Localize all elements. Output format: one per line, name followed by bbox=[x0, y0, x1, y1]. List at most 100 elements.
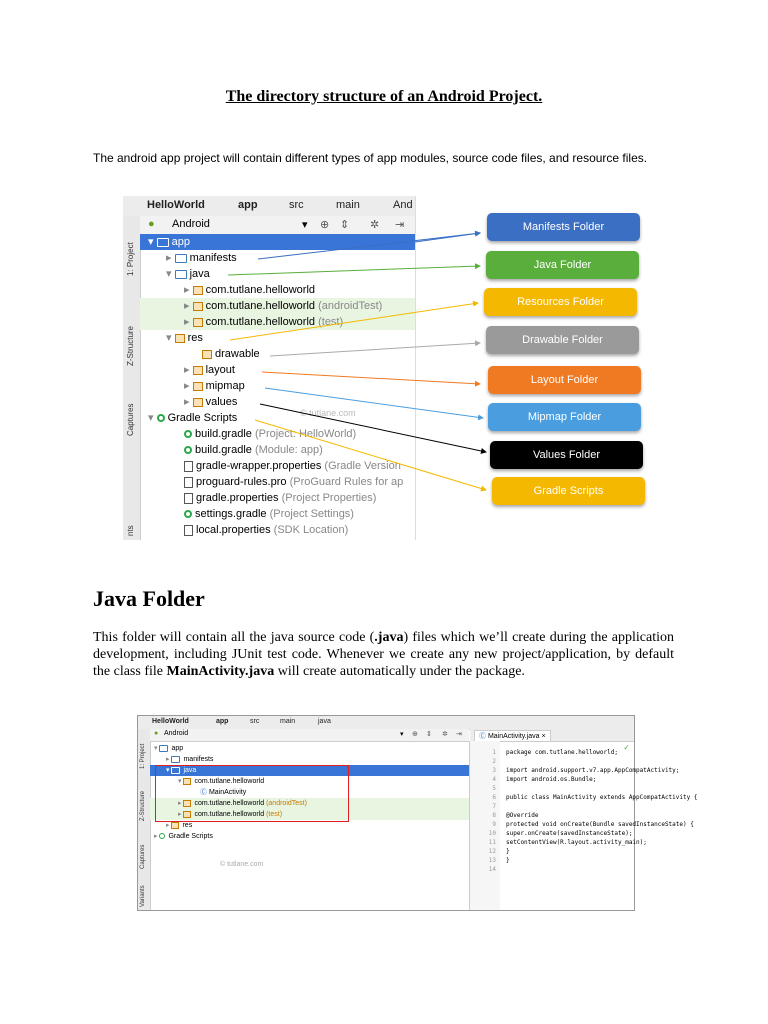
code-line: public class MainActivity extends AppCom… bbox=[506, 794, 698, 801]
tree-item-extra: (ProGuard Rules for ap bbox=[289, 476, 404, 488]
tree-item-proguard[interactable]: proguard-rules.pro (ProGuard Rules for a… bbox=[140, 474, 415, 490]
tree-item-label: gradle-wrapper.properties bbox=[196, 460, 322, 472]
side-tab-structure[interactable]: Z-Structure bbox=[140, 790, 146, 821]
breadcrumb: HelloWorld app src main java bbox=[138, 716, 634, 730]
java-folder-screenshot: HelloWorld app src main java 1: Project … bbox=[137, 715, 697, 911]
tree-item-gradle-scripts[interactable]: ▸ Gradle Scripts bbox=[154, 833, 213, 840]
side-tab-variants[interactable]: Variants bbox=[140, 885, 146, 907]
line-number: 11 bbox=[488, 839, 496, 846]
sync-icon[interactable]: ⊕ bbox=[412, 731, 418, 738]
tree-item-label: com.tutlane.helloworld bbox=[194, 778, 265, 785]
folder-icon bbox=[159, 744, 169, 752]
tree-item-label: app bbox=[171, 745, 184, 752]
tree-item-mainactivity[interactable]: Ⓒ MainActivity bbox=[200, 789, 247, 796]
highlight-box bbox=[155, 765, 349, 822]
sync-icon[interactable]: ⊕ bbox=[320, 219, 330, 231]
tree-item-package[interactable]: ▾ com.tutlane.helloworld bbox=[178, 777, 265, 785]
tab-mainactivity[interactable]: Ⓒ MainActivity.java × bbox=[474, 730, 551, 741]
tree-item-label: com.tutlane.helloworld bbox=[194, 811, 265, 818]
tree-item-java[interactable]: ▾ java bbox=[150, 765, 469, 776]
tree-item-res[interactable]: ▾ res bbox=[166, 332, 203, 344]
tree-item-label: Gradle Scripts bbox=[167, 412, 238, 424]
code-line: } bbox=[506, 857, 510, 864]
tree-item-layout[interactable]: ▸ layout bbox=[184, 364, 235, 376]
gradle-icon bbox=[156, 414, 165, 423]
file-icon bbox=[184, 476, 193, 488]
package-icon bbox=[183, 777, 192, 785]
tree-item-java[interactable]: ▾ java bbox=[166, 268, 210, 280]
tree-item-label: drawable bbox=[215, 348, 260, 360]
tree-item-manifests[interactable]: ▸ manifests bbox=[166, 252, 237, 264]
tree-item-package-test[interactable]: ▸ com.tutlane.helloworld (test) bbox=[140, 314, 415, 330]
breadcrumb-item: java bbox=[318, 718, 331, 725]
tree-item-label: com.tutlane.helloworld bbox=[194, 800, 265, 807]
tree-item-package-androidtest[interactable]: ▸ com.tutlane.helloworld (androidTest) bbox=[150, 798, 469, 809]
line-number: 1 bbox=[492, 749, 496, 756]
code-line: protected void onCreate(Bundle savedInst… bbox=[506, 821, 694, 828]
watermark: © tutlane.com bbox=[300, 408, 356, 418]
tree-item-mipmap[interactable]: ▸ mipmap bbox=[184, 380, 245, 392]
breadcrumb-item: And bbox=[393, 199, 413, 211]
arrow-mipmap bbox=[264, 387, 484, 421]
collapse-icon[interactable]: ⇕ bbox=[340, 219, 350, 231]
intro-text: The android app project will contain dif… bbox=[93, 151, 648, 165]
tree-item-label: manifests bbox=[183, 756, 214, 763]
tree-item-label: settings.gradle bbox=[195, 508, 267, 520]
tree-item-build-gradle-module[interactable]: build.gradle (Module: app) bbox=[140, 442, 415, 458]
tree-item-app[interactable]: ▾ app bbox=[140, 234, 415, 250]
gear-icon[interactable]: ✲ bbox=[442, 731, 448, 738]
page-title: The directory structure of an Android Pr… bbox=[225, 88, 543, 105]
tree-item-extra: (Gradle Version bbox=[324, 460, 401, 472]
chevron-down-icon[interactable]: ▾ bbox=[302, 219, 308, 231]
line-number: 3 bbox=[492, 767, 496, 774]
tree-item-res[interactable]: ▸ res bbox=[166, 821, 193, 829]
close-icon[interactable]: × bbox=[541, 733, 546, 740]
project-tree-screenshot: HelloWorld app src main And 1: Project Z… bbox=[123, 196, 416, 540]
collapse-icon[interactable]: ⇕ bbox=[426, 731, 432, 738]
hide-icon[interactable]: ⇥ bbox=[395, 219, 405, 231]
side-tab-project[interactable]: 1: Project bbox=[140, 743, 146, 769]
hide-icon[interactable]: ⇥ bbox=[456, 731, 462, 738]
tree-item-drawable[interactable]: drawable bbox=[140, 346, 415, 362]
breadcrumb-item: src bbox=[289, 199, 304, 211]
tree-item-build-gradle-project[interactable]: build.gradle (Project: HelloWorld) bbox=[140, 426, 415, 442]
project-tree: ▾ app ▸ manifests ▾ java ▾ com.tutlane.h… bbox=[150, 741, 470, 910]
breadcrumb-item: main bbox=[280, 718, 296, 725]
tree-item-settings-gradle[interactable]: settings.gradle (Project Settings) bbox=[140, 506, 415, 522]
properties-file-icon bbox=[184, 524, 193, 536]
tree-item-package-test[interactable]: ▸ com.tutlane.helloworld (test) bbox=[150, 809, 469, 820]
tree-item-gradle-properties[interactable]: gradle.properties (Project Properties) bbox=[140, 490, 415, 506]
line-number: 7 bbox=[492, 803, 496, 810]
tree-item-label: values bbox=[205, 396, 238, 408]
tree-item-manifests[interactable]: ▸ manifests bbox=[166, 755, 214, 763]
line-number: 13 bbox=[488, 857, 496, 864]
tree-item-values[interactable]: ▸ values bbox=[184, 396, 238, 408]
check-icon: ✓ bbox=[623, 743, 630, 752]
view-select[interactable]: Android bbox=[164, 730, 189, 737]
tree-item-extra: (Module: app) bbox=[254, 444, 323, 456]
editor-tabs: Ⓒ MainActivity.java × bbox=[470, 729, 634, 742]
tree-item-gradle-wrapper[interactable]: gradle-wrapper.properties (Gradle Versio… bbox=[140, 458, 415, 474]
tree-item-label: Gradle Scripts bbox=[168, 833, 213, 840]
gradle-icon bbox=[184, 510, 192, 519]
tree-item-app[interactable]: ▾ app bbox=[154, 744, 184, 752]
chevron-down-icon[interactable]: ▾ bbox=[400, 731, 404, 738]
arrow-gradle bbox=[254, 419, 487, 492]
breadcrumb-item: app bbox=[216, 718, 229, 725]
tree-item-package[interactable]: ▸ com.tutlane.helloworld bbox=[184, 284, 316, 296]
gradle-icon bbox=[184, 446, 192, 455]
gear-icon[interactable]: ✲ bbox=[370, 219, 380, 231]
package-icon bbox=[183, 810, 192, 818]
tree-item-gradle-scripts[interactable]: ▾ Gradle Scripts bbox=[148, 412, 238, 424]
tree-item-local-properties[interactable]: local.properties (SDK Location) bbox=[140, 522, 415, 538]
arrow-res bbox=[229, 300, 479, 341]
java-folder-label: Java Folder bbox=[486, 251, 639, 279]
resources-folder-label: Resources Folder bbox=[484, 288, 637, 316]
view-select[interactable]: Android bbox=[172, 218, 210, 230]
android-icon: ● bbox=[148, 218, 155, 230]
code-line: super.onCreate(savedInstanceState); bbox=[506, 830, 633, 837]
tree-item-package-androidtest[interactable]: ▸ com.tutlane.helloworld (androidTest) bbox=[140, 298, 415, 314]
side-tab-captures[interactable]: Captures bbox=[140, 844, 146, 869]
